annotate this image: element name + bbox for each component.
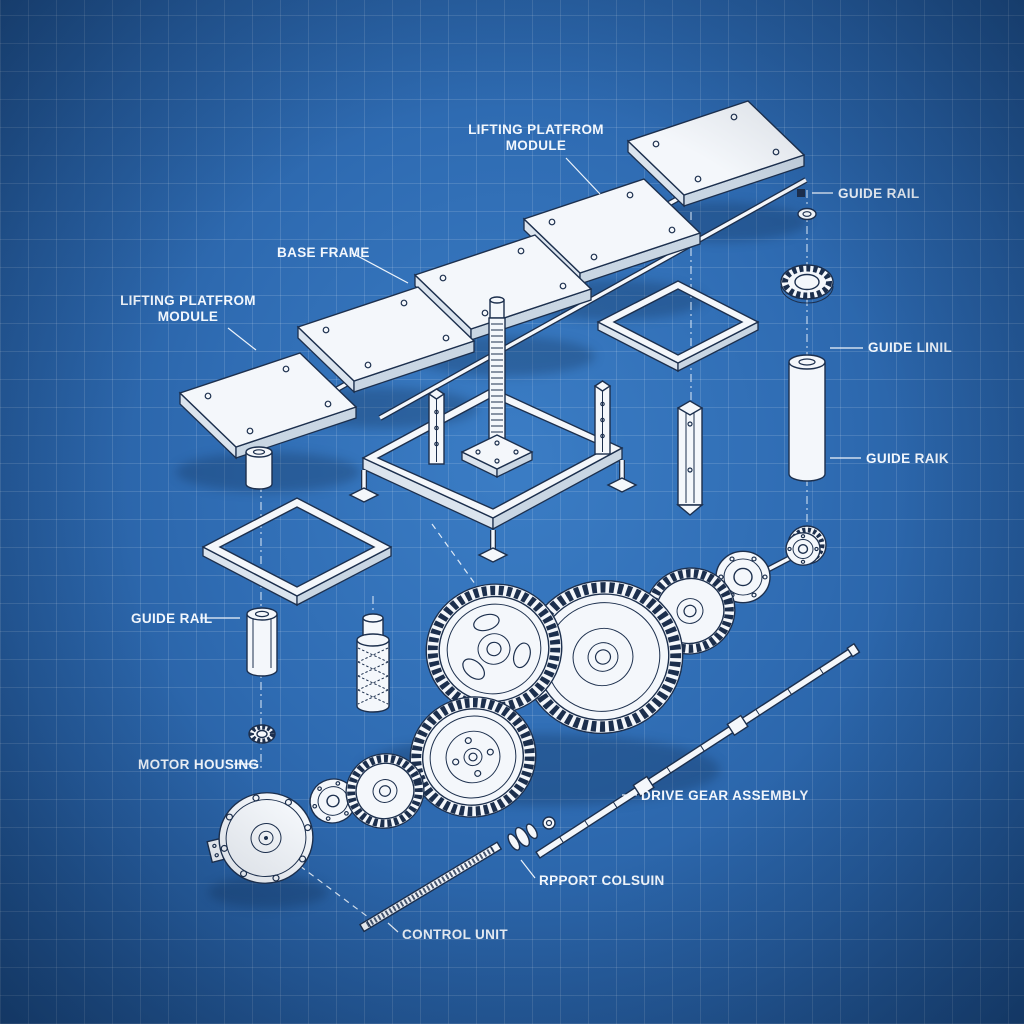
label-lifting-platform-module-left-line1: LIFTING PLATFROM: [120, 293, 256, 308]
base-frame-structure: [348, 296, 638, 563]
label-lifting-platform-module-top-line1: LIFTING PLATFROM: [468, 122, 604, 137]
label-lifting-platform-module-top-line2: MODULE: [506, 138, 567, 153]
shaft-washer-face: [542, 816, 556, 830]
label-guide-raik: GUIDE RAIK: [866, 451, 949, 466]
label-lifting-platform-module-left-line2: MODULE: [158, 309, 219, 324]
gear-large-lower: [409, 696, 537, 818]
label-base-frame: BASE FRAME: [277, 245, 370, 260]
frame-legs: [348, 460, 638, 563]
spacer-cylinder-left: [245, 446, 273, 490]
gear-large-center: [522, 580, 684, 734]
frame-ring-right: [596, 280, 760, 373]
labels: LIFTING PLATFROM MODULE GUIDE RAIL BASE …: [120, 122, 952, 942]
label-drive-gear-assembly: DRIVE GEAR ASSEMBLY: [641, 788, 809, 803]
frame-posts: [427, 380, 612, 465]
control-shaft: [358, 841, 503, 933]
motor-housing-part: [206, 792, 314, 884]
label-guide-rail-left: GUIDE RAIL: [131, 611, 213, 626]
ring-nut-right: [780, 264, 834, 304]
shaft-washer-stack: [507, 823, 538, 851]
label-support-column: RPPORT COLSUIN: [539, 873, 665, 888]
guide-column-right: [676, 400, 704, 516]
flange-small-right: [785, 532, 821, 566]
lead-screw: [460, 296, 534, 479]
screw-right: [797, 189, 805, 197]
knurled-washer-left: [248, 724, 276, 744]
label-guide-linil: GUIDE LINIL: [868, 340, 952, 355]
guide-rail-cylinder-right: [788, 354, 826, 482]
frame-ring-left: [201, 497, 393, 607]
guide-rail-cylinder-left: [246, 607, 278, 677]
label-motor-housing: MOTOR HOUSING: [138, 757, 259, 772]
label-control-unit: CONTROL UNIT: [402, 927, 508, 942]
flange-coupling-lower: [309, 778, 357, 824]
gear-small-lower: [345, 753, 425, 829]
label-guide-rail-top-right: GUIDE RAIL: [838, 186, 920, 201]
knurled-bolt: [356, 613, 390, 713]
drive-shaft: [535, 642, 861, 859]
washer-right: [797, 207, 817, 221]
leader-lines: [200, 157, 863, 933]
gear-large-left: [425, 583, 563, 715]
